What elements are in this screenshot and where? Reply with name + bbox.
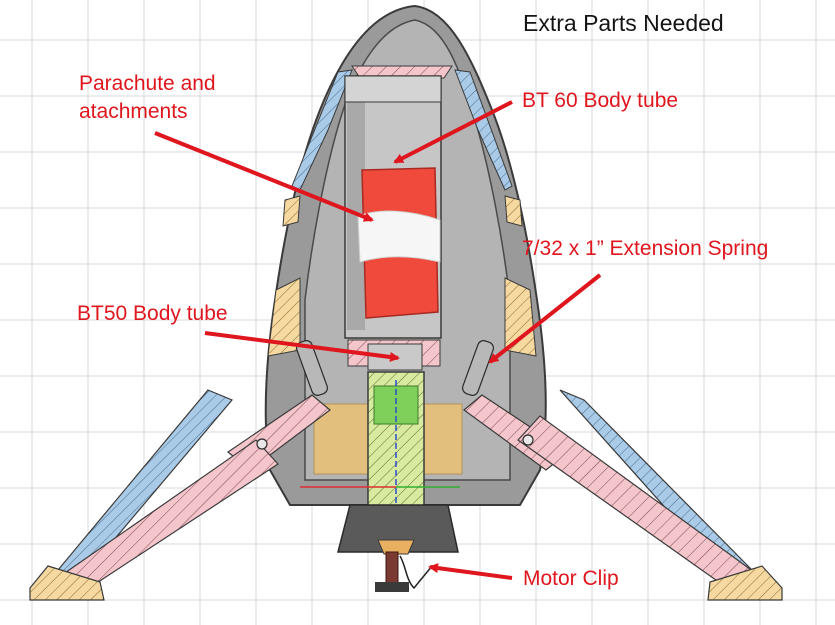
nozzle-skirt [337, 504, 459, 553]
callout-motor-clip: Motor Clip [523, 567, 619, 590]
capsule-drawing [29, 4, 783, 601]
diagram-title: Extra Parts Needed [523, 10, 724, 36]
leg-left-pivot [256, 438, 268, 450]
leg-right-lower [517, 415, 756, 591]
spring-left [295, 340, 329, 396]
motor-nozzle [377, 539, 415, 555]
arrow-parachute [154, 131, 374, 222]
yellow-shoulder-left [282, 195, 301, 227]
arrow-bt60 [393, 100, 513, 164]
leg-right-pivot [522, 434, 534, 446]
parachute-wrap [357, 210, 441, 263]
callout-arrows [154, 100, 602, 580]
arrow-motor-clip [428, 563, 513, 580]
bt60-tube-shade [347, 80, 365, 330]
bt60-coupler [344, 75, 442, 103]
callout-spring: 7/32 x 1” Extension Spring [522, 237, 769, 260]
callout-bt50: BT50 Body tube [77, 302, 228, 325]
foot-left [29, 565, 105, 601]
yellow-skirt-right [504, 277, 537, 357]
spring-right [461, 340, 495, 396]
arrow-spring [488, 273, 602, 364]
motor-clip-rod [385, 551, 399, 585]
motor-clip-base [375, 582, 409, 592]
callout-parachute: Parachute and atachments [79, 72, 216, 123]
yellow-shoulder-right [504, 195, 523, 227]
arrow-bt50 [204, 331, 400, 362]
nose-band [351, 65, 453, 79]
motor-clip-wire [399, 555, 433, 590]
blue-shell-left [291, 69, 353, 191]
foot-right [707, 565, 783, 601]
callout-bt60: BT 60 Body tube [522, 89, 679, 112]
